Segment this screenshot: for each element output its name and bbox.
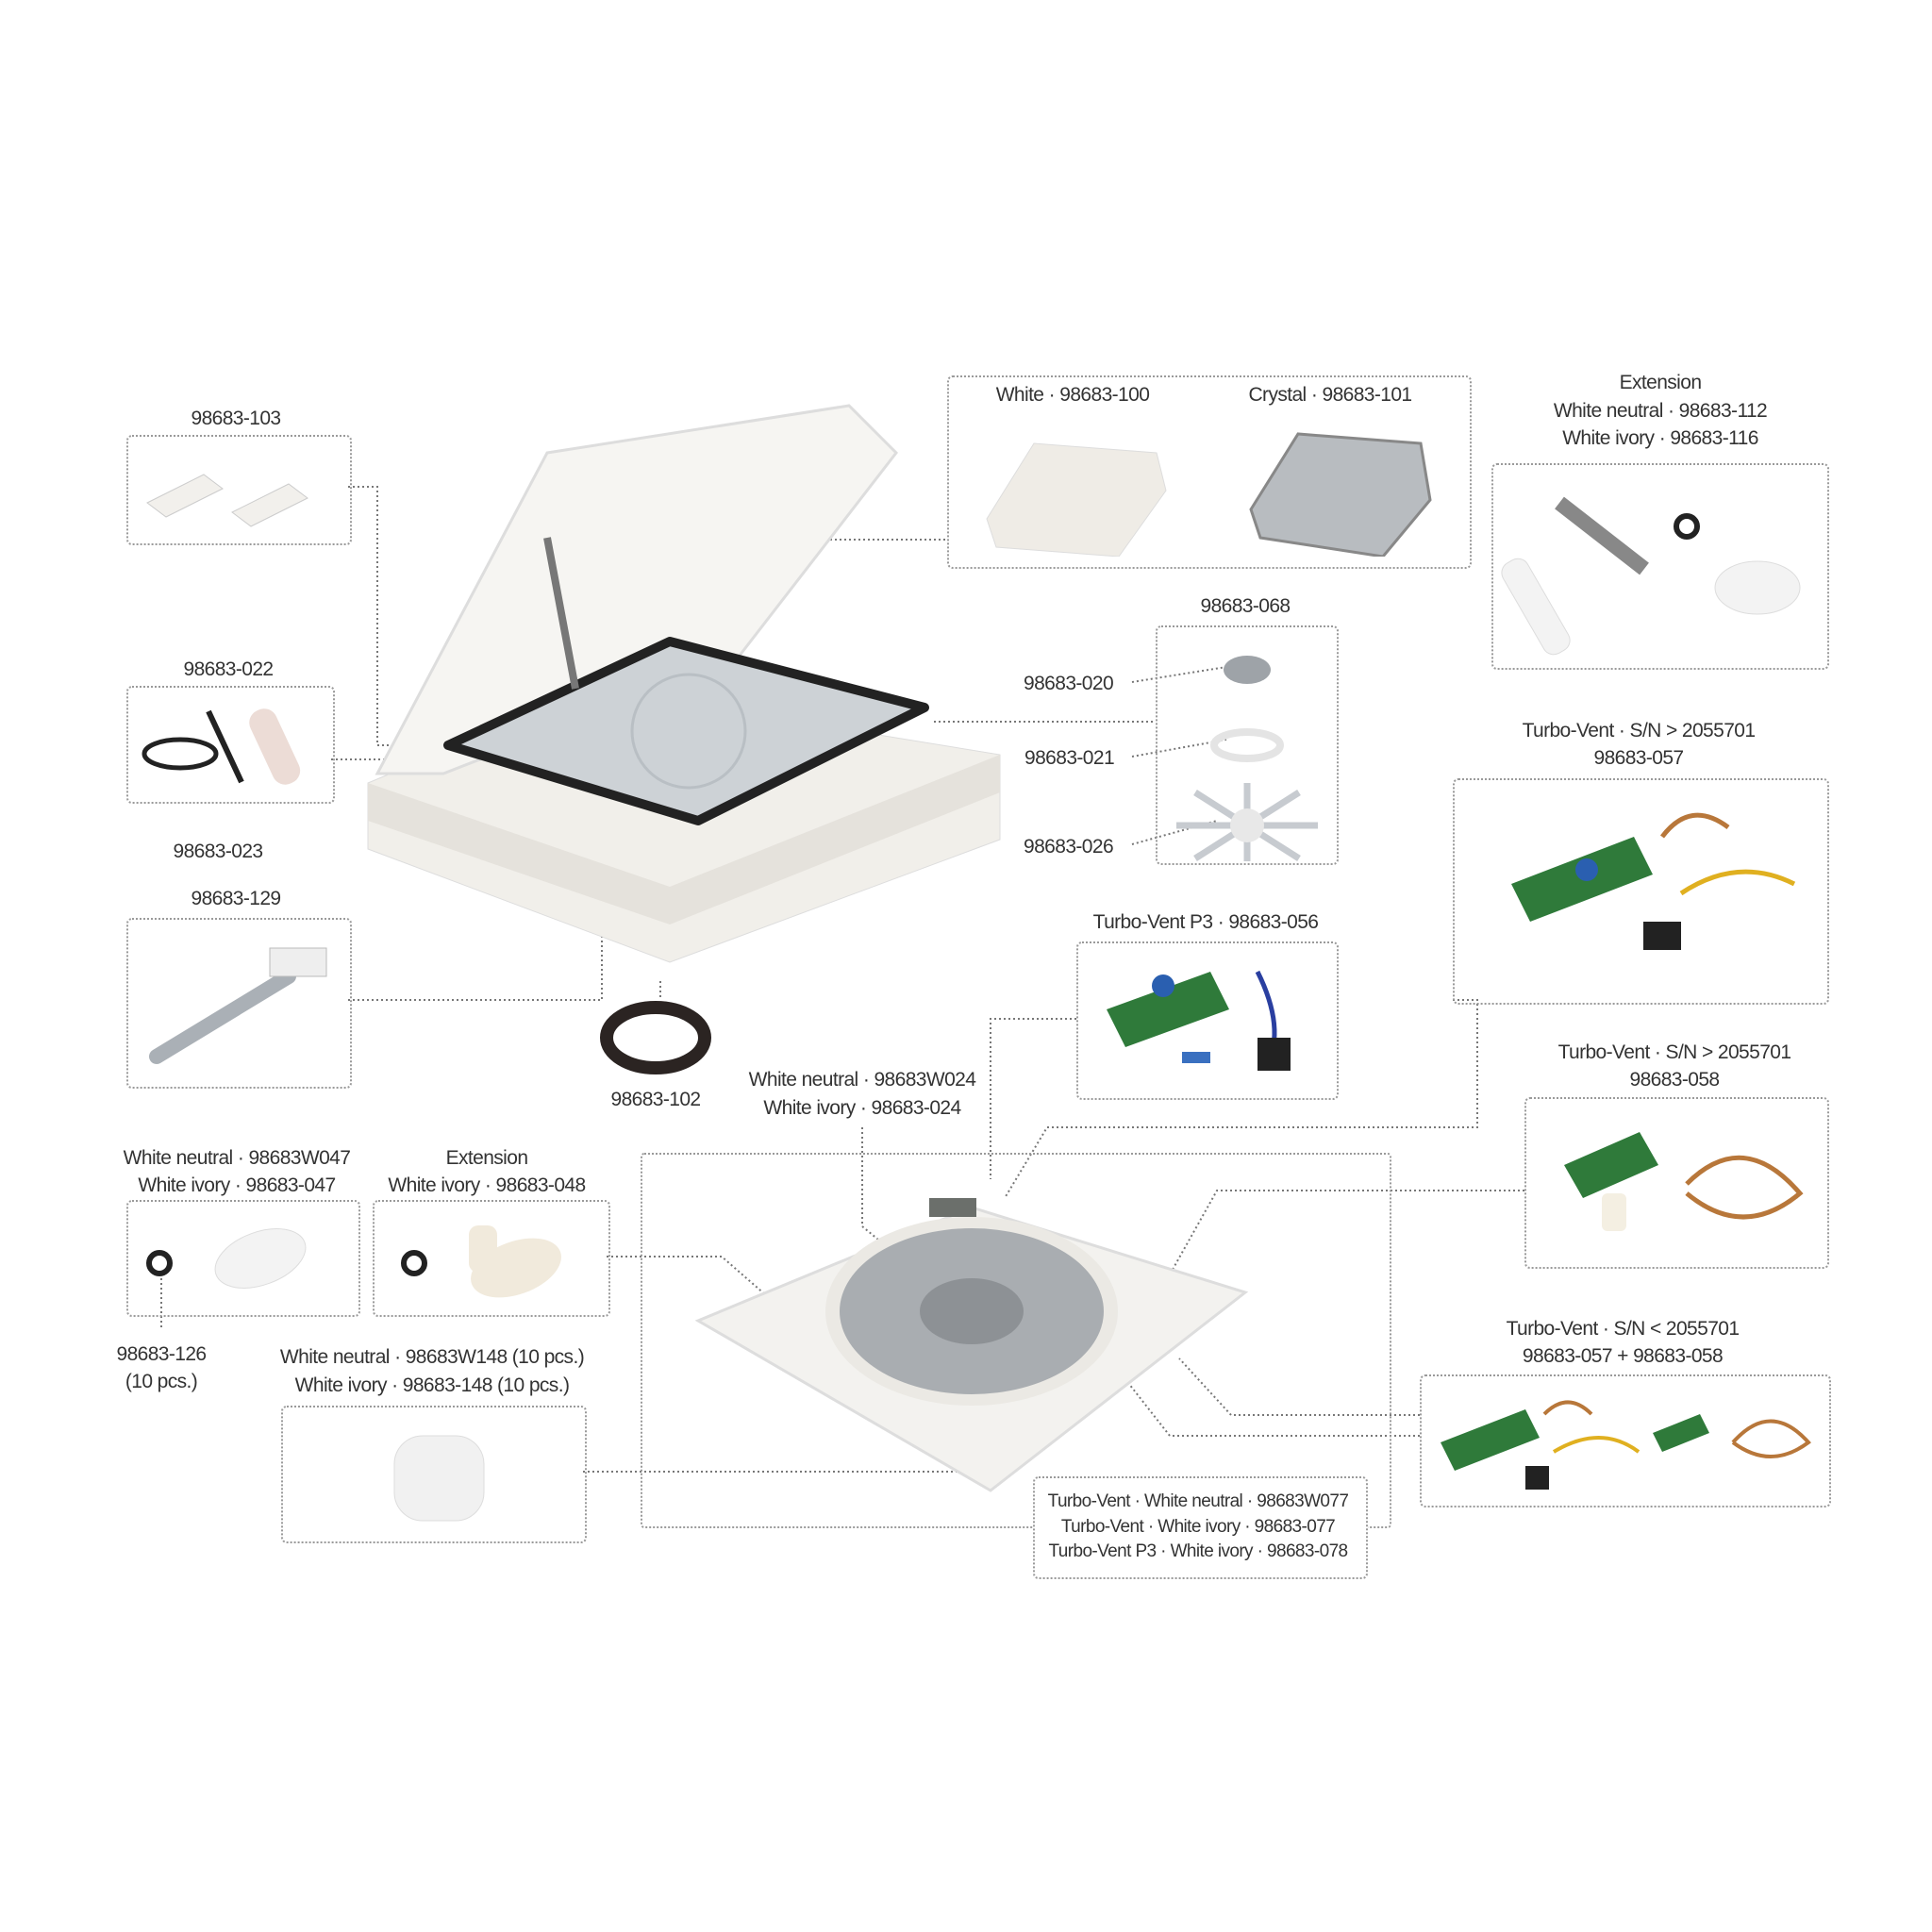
fan-set-code: 98683-068 <box>1200 595 1291 617</box>
control-board-p3-image <box>1107 970 1291 1071</box>
knob-ext-line2: White ivory · 98683-048 <box>388 1174 586 1196</box>
lids-box <box>947 375 1472 569</box>
knob-ext-line1: Extension <box>445 1147 528 1169</box>
extension-handles-image <box>1501 496 1801 656</box>
turbo-057-box <box>1453 778 1829 1005</box>
control-board-057-image <box>1511 812 1796 950</box>
knob-ext-image <box>401 1225 561 1298</box>
frame-line3: Turbo-Vent P3 · White ivory · 98683-078 <box>1048 1541 1348 1561</box>
knob-image <box>146 1228 307 1289</box>
extension-top-line2: White ivory · 98683-116 <box>1562 427 1758 449</box>
turbo-058-line2: 98683-058 <box>1629 1069 1720 1091</box>
control-boards-combo-image <box>1441 1400 1811 1490</box>
grille-line2: White ivory · 98683-024 <box>763 1097 961 1119</box>
oring-line1: 98683-126 <box>116 1343 207 1365</box>
turbo-combo-box <box>1420 1374 1831 1507</box>
clips-box <box>126 435 352 545</box>
lids-image <box>986 432 1432 557</box>
knob-line2: White ivory · 98683-047 <box>138 1174 336 1196</box>
lid-white-label: White · 98683-100 <box>995 384 1150 406</box>
frame-codes-box <box>1033 1476 1368 1579</box>
knob-ext-box <box>373 1200 610 1317</box>
crank-kit-box <box>126 686 335 804</box>
frame-line2: Turbo-Vent · White ivory · 98683-077 <box>1060 1517 1336 1537</box>
oring-line2: (10 pcs.) <box>125 1371 198 1392</box>
turbo-p3-label: Turbo-Vent P3 · 98683-056 <box>1092 911 1319 933</box>
crank-kit-code: 98683-022 <box>183 658 274 680</box>
blade-code: 98683-026 <box>1024 836 1114 858</box>
clips-code: 98683-103 <box>191 408 281 429</box>
knob-box <box>126 1200 360 1317</box>
turbo-058-line1: Turbo-Vent · S/N > 2055701 <box>1557 1041 1791 1063</box>
crank-sub-code: 98683-023 <box>173 841 263 862</box>
extension-top-box <box>1491 463 1829 670</box>
seal-image <box>600 1001 711 1074</box>
lift-arm-code: 98683-129 <box>191 888 281 909</box>
fan-set-box <box>1156 625 1339 865</box>
fan-frame-box <box>641 1153 1391 1528</box>
fan-frame-image <box>694 1198 1249 1492</box>
crank-kit-image <box>142 708 301 785</box>
lift-arm-image <box>149 947 327 1064</box>
knob-line1: White neutral · 98683W047 <box>123 1147 351 1169</box>
turbo-058-box <box>1524 1097 1829 1269</box>
turbo-combo-line1: Turbo-Vent · S/N < 2055701 <box>1506 1318 1740 1340</box>
cap-line1: White neutral · 98683W148 (10 pcs.) <box>279 1346 585 1368</box>
lift-arm-box <box>126 918 352 1089</box>
cap-image <box>393 1435 485 1522</box>
extension-top-title: Extension <box>1619 372 1702 393</box>
frame-line1: Turbo-Vent · White neutral · 98683W077 <box>1047 1491 1349 1511</box>
grille-line1: White neutral · 98683W024 <box>748 1069 976 1091</box>
turbo-combo-line2: 98683-057 + 98683-058 <box>1522 1345 1724 1367</box>
fan-set-image <box>1176 656 1318 861</box>
cap-line2: White ivory · 98683-148 (10 pcs.) <box>294 1374 570 1396</box>
roof-vent-image <box>367 404 1001 963</box>
bracket-code: 98683-021 <box>1024 747 1115 769</box>
turbo-p3-box <box>1076 941 1339 1100</box>
clips-image <box>146 474 308 527</box>
turbo-057-line1: Turbo-Vent · S/N > 2055701 <box>1522 720 1756 741</box>
motor-code: 98683-020 <box>1024 673 1114 694</box>
extension-top-line1: White neutral · 98683-112 <box>1553 400 1768 422</box>
lid-crystal-label: Crystal · 98683-101 <box>1248 384 1412 406</box>
control-board-058-image <box>1564 1132 1804 1231</box>
turbo-057-line2: 98683-057 <box>1593 747 1684 769</box>
seal-code: 98683-102 <box>610 1089 701 1110</box>
cap-box <box>281 1406 587 1543</box>
